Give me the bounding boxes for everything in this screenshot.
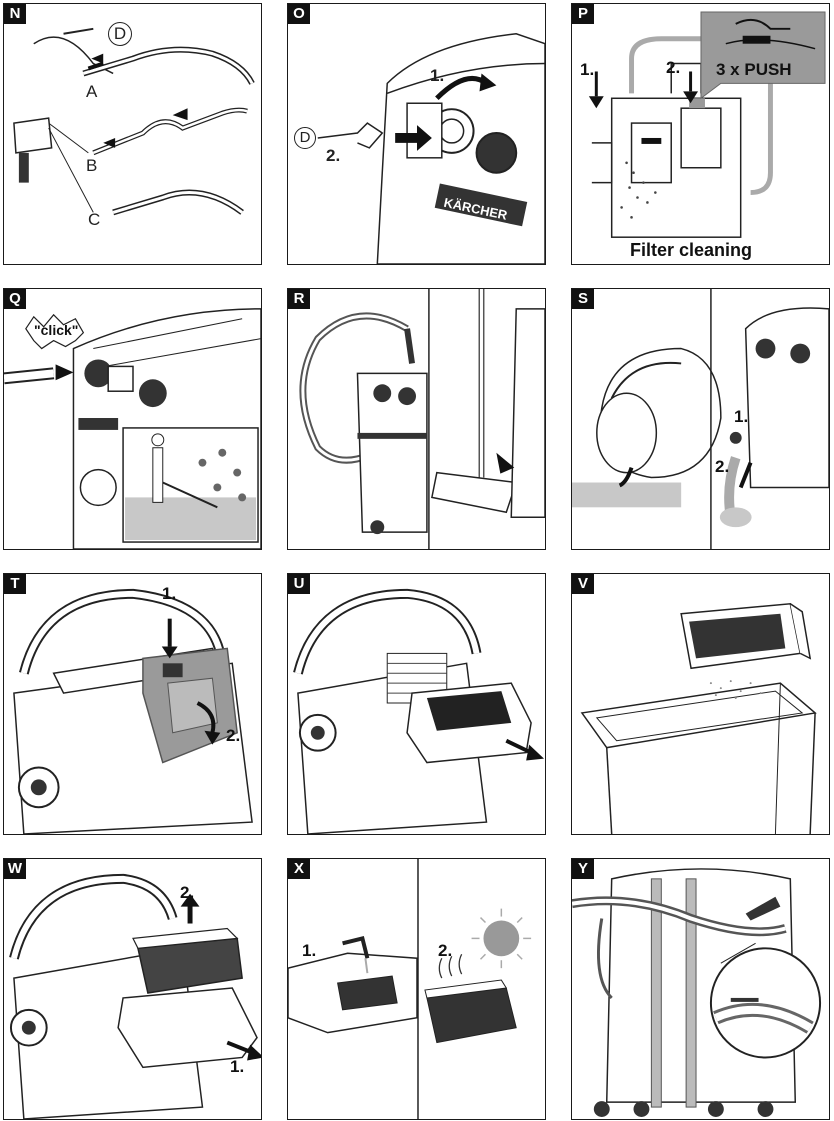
step2-label: 2. <box>715 457 730 476</box>
panel-label: P <box>572 4 594 24</box>
step2-label: 2. <box>180 883 195 902</box>
filter-cassette-removal-illustration <box>293 588 545 834</box>
step1-label: 1. <box>302 941 317 960</box>
filter-cover-release-illustration <box>13 588 253 834</box>
panel-label: Y <box>572 859 594 879</box>
empty-container-illustration <box>572 289 829 549</box>
wash-and-dry-filter-illustration <box>288 859 532 1119</box>
filter-lift-out-illustration <box>9 873 261 1119</box>
step1-label: 1. <box>230 1057 245 1076</box>
hose-click-illustration <box>4 308 261 549</box>
panel-y: Y <box>571 858 830 1120</box>
callout-d: D <box>294 127 316 149</box>
click-callout: "click" <box>34 322 79 338</box>
panel-s: S 1. 2. <box>571 288 830 550</box>
panel-label: T <box>4 574 26 594</box>
panel-o: O KÄRCHER 1. D 2. <box>287 3 546 265</box>
panel-label: S <box>572 289 594 309</box>
panel-label: X <box>288 859 310 879</box>
storage-illustration <box>572 868 822 1118</box>
callout-step2: 2. <box>326 146 341 165</box>
callout-a: A <box>86 82 98 101</box>
callout-step1: 1. <box>430 66 445 85</box>
panel-n: N D A B C <box>3 3 262 265</box>
push-callout: 3 x PUSH <box>716 60 792 79</box>
panel-label: W <box>4 859 26 879</box>
filter-cleaning-illustration <box>588 11 826 238</box>
panel-q: Q "click" <box>3 288 262 550</box>
panel-w: W 2. 1. <box>3 858 262 1120</box>
panel-x: X 1. 2. <box>287 858 546 1120</box>
panel-u: U <box>287 573 546 835</box>
step1-label: 1. <box>162 584 177 603</box>
panel-label: R <box>288 289 310 309</box>
step1-label: 1. <box>580 60 595 79</box>
panel-label: O <box>288 4 310 24</box>
callout-b: B <box>86 156 98 175</box>
panel-label: V <box>572 574 594 594</box>
panel-label: U <box>288 574 310 594</box>
step1-label: 1. <box>734 407 749 426</box>
step2-label: 2. <box>226 726 241 745</box>
panel-t: T 1. 2. <box>3 573 262 835</box>
panel-v: V <box>571 573 830 835</box>
panel-label: Q <box>4 289 26 309</box>
step2-label: 2. <box>666 58 681 77</box>
hose-and-floor-nozzle-illustration <box>299 289 545 549</box>
panel-p: P 1. 2. 3 x PUSH Filter cleaning <box>571 3 830 265</box>
callout-c: C <box>88 210 101 229</box>
vacuum-socket-illustration: KÄRCHER <box>317 33 545 264</box>
filter-cleaning-caption: Filter cleaning <box>630 240 753 260</box>
hose-connection-illustration <box>13 27 255 216</box>
panel-r: R <box>287 288 546 550</box>
callout-d: D <box>108 22 132 46</box>
panel-label: N <box>4 4 26 24</box>
step2-label: 2. <box>438 941 453 960</box>
filter-tapping-illustration <box>580 602 817 834</box>
